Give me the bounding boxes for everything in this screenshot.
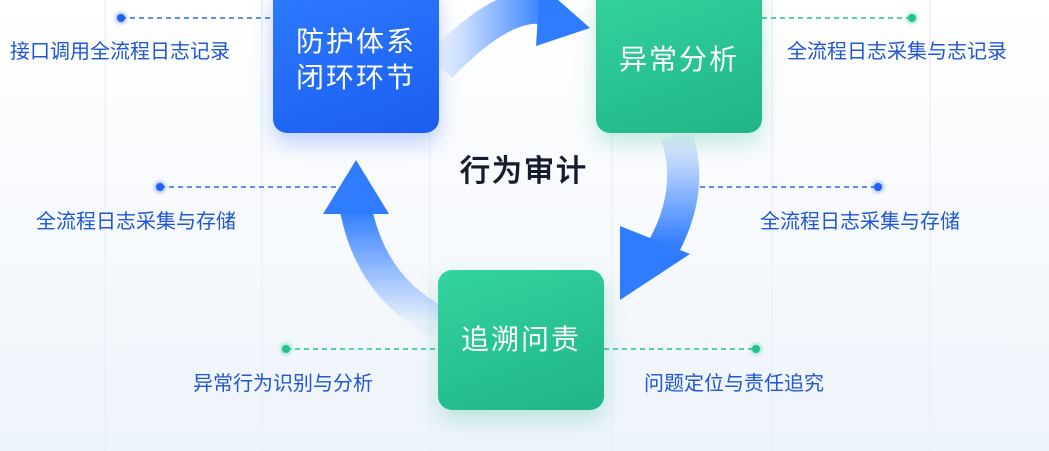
arrow-to-analysis [427, 0, 590, 78]
connector-anomaly-detect [280, 343, 438, 355]
label-locate-blame: 问题定位与责任追究 [644, 371, 824, 395]
node-trace-accountability: 追溯问责 [438, 270, 604, 410]
arrow-to-protection [323, 160, 446, 337]
node-protection-line-1: 防护体系 [295, 24, 416, 58]
connector-locate-blame [604, 343, 762, 355]
connector-storage-right [700, 181, 884, 193]
label-anomaly-detect: 异常行为识别与分析 [193, 371, 373, 395]
connector-collect-record [762, 12, 918, 24]
center-title: 行为审计 [460, 154, 588, 189]
node-protection-loop: 防护体系 闭环环节 [273, 0, 439, 133]
node-protection-line-2: 闭环环节 [295, 60, 416, 94]
label-interface-log: 接口调用全流程日志记录 [10, 39, 230, 63]
connector-storage-left [154, 181, 340, 193]
node-trace-accountability-label: 追溯问责 [460, 323, 581, 356]
label-storage-right: 全流程日志采集与存储 [760, 209, 960, 233]
node-anomaly-analysis-label: 异常分析 [618, 42, 739, 76]
node-anomaly-analysis: 异常分析 [596, 0, 762, 133]
label-storage-left: 全流程日志采集与存储 [36, 209, 236, 233]
label-collect-record: 全流程日志采集与志记录 [787, 39, 1007, 63]
arrow-to-accountability [620, 128, 700, 300]
connector-interface-log [115, 12, 273, 24]
